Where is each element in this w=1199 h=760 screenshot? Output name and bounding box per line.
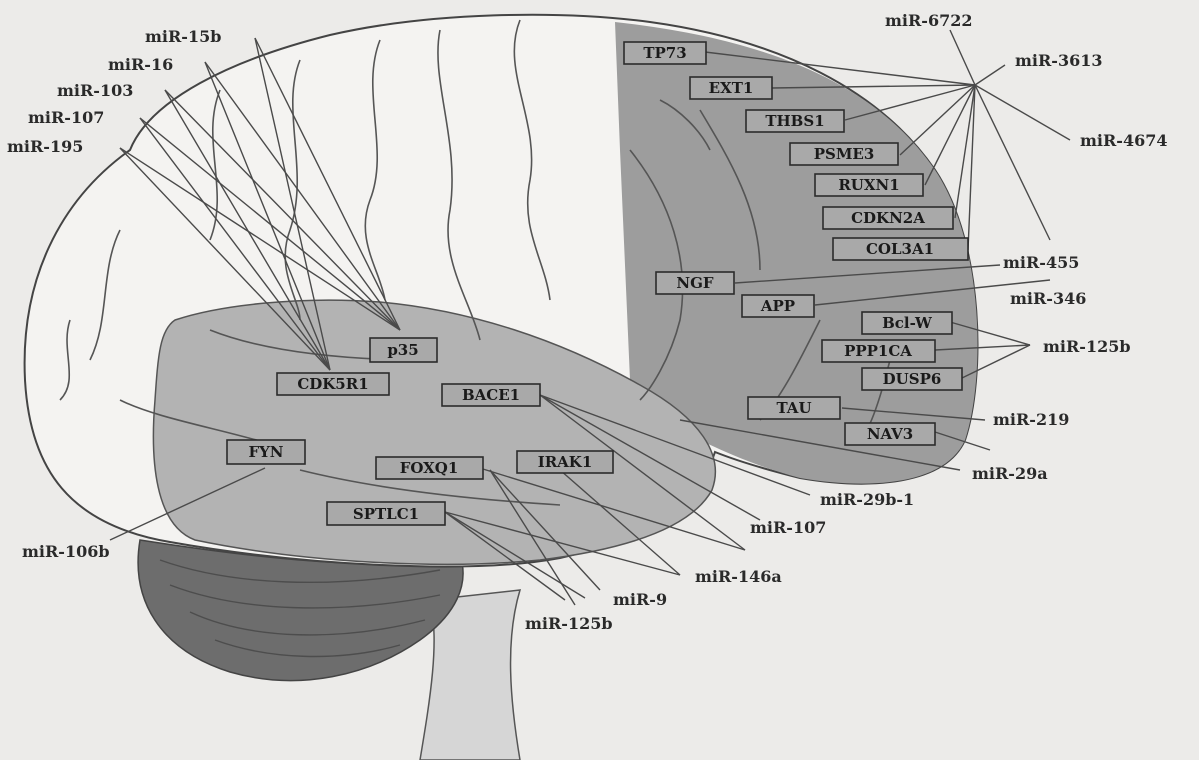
mirna-mir16: miR-16 — [108, 55, 173, 74]
mirna-mir107-bottom: miR-107 — [750, 518, 826, 537]
gene-dusp6: DUSP6 — [862, 368, 962, 390]
gene-col3a1: COL3A1 — [833, 238, 968, 260]
gene-ppp1ca: PPP1CA — [822, 340, 935, 362]
svg-text:NGF: NGF — [676, 274, 714, 292]
svg-text:SPTLC1: SPTLC1 — [353, 505, 419, 523]
mirna-mir29a: miR-29a — [972, 464, 1048, 483]
mirna-mir106b: miR-106b — [22, 542, 110, 561]
svg-text:NAV3: NAV3 — [867, 425, 913, 443]
mirna-mir15b: miR-15b — [145, 27, 221, 46]
svg-text:FOXQ1: FOXQ1 — [400, 459, 459, 477]
svg-text:DUSP6: DUSP6 — [883, 370, 942, 388]
mirna-mir6722: miR-6722 — [885, 11, 972, 30]
svg-text:PSME3: PSME3 — [814, 145, 875, 163]
gene-tp73: TP73 — [624, 42, 706, 64]
mirna-mir455: miR-455 — [1003, 253, 1079, 272]
mirna-mir107-top: miR-107 — [28, 108, 104, 127]
svg-text:CDKN2A: CDKN2A — [851, 209, 925, 227]
mirna-mir103: miR-103 — [57, 81, 133, 100]
svg-text:BACE1: BACE1 — [462, 386, 520, 404]
gene-p35: p35 — [370, 338, 437, 362]
mirna-mir4674: miR-4674 — [1080, 131, 1167, 150]
svg-text:p35: p35 — [387, 341, 418, 359]
gene-psme3: PSME3 — [790, 143, 898, 165]
gene-tau: TAU — [748, 397, 840, 419]
gene-sptlc1: SPTLC1 — [327, 502, 445, 525]
mirna-mir195: miR-195 — [7, 137, 83, 156]
svg-text:FYN: FYN — [248, 443, 283, 461]
svg-text:PPP1CA: PPP1CA — [844, 342, 912, 360]
svg-text:EXT1: EXT1 — [709, 79, 754, 97]
svg-text:APP: APP — [760, 297, 795, 315]
gene-cdkn2a: CDKN2A — [823, 207, 953, 229]
svg-text:TAU: TAU — [776, 399, 811, 417]
svg-text:COL3A1: COL3A1 — [866, 240, 934, 258]
gene-ruxn1: RUXN1 — [815, 174, 923, 196]
gene-bace1: BACE1 — [442, 384, 540, 406]
svg-text:CDK5R1: CDK5R1 — [297, 375, 368, 393]
mirna-mir125b-right: miR-125b — [1043, 337, 1131, 356]
mirna-mir3613: miR-3613 — [1015, 51, 1102, 70]
svg-text:Bcl-W: Bcl-W — [882, 314, 933, 332]
gene-irak1: IRAK1 — [517, 451, 613, 473]
mirna-mir346: miR-346 — [1010, 289, 1086, 308]
gene-fyn: FYN — [227, 440, 305, 464]
gene-cdk5r1: CDK5R1 — [277, 373, 389, 395]
svg-text:RUXN1: RUXN1 — [838, 176, 899, 194]
svg-text:TP73: TP73 — [643, 44, 686, 62]
gene-app: APP — [742, 295, 814, 317]
mirna-mir219: miR-219 — [993, 410, 1069, 429]
mirna-mir125b-bottom: miR-125b — [525, 614, 613, 633]
mirna-mir146a: miR-146a — [695, 567, 782, 586]
svg-text:IRAK1: IRAK1 — [538, 453, 593, 471]
gene-bclw: Bcl-W — [862, 312, 952, 334]
mirna-mir29b1: miR-29b-1 — [820, 490, 914, 509]
gene-nav3: NAV3 — [845, 423, 935, 445]
svg-text:THBS1: THBS1 — [765, 112, 824, 130]
mirna-mir9: miR-9 — [613, 590, 667, 609]
gene-thbs1: THBS1 — [746, 110, 844, 132]
gene-ngf: NGF — [656, 272, 734, 294]
gene-foxq1: FOXQ1 — [376, 457, 483, 479]
gene-ext1: EXT1 — [690, 77, 772, 99]
